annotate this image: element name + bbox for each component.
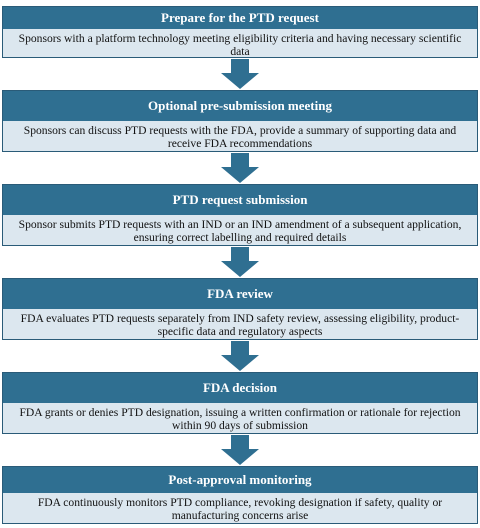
step-title: Prepare for the PTD request (3, 7, 477, 29)
step-fda-review: FDA review FDA evaluates PTD requests se… (2, 278, 478, 340)
step-description: FDA continuously monitors PTD compliance… (3, 493, 477, 523)
step-pre-submission-meeting: Optional pre-submission meeting Sponsors… (2, 90, 478, 152)
step-description: FDA evaluates PTD requests separately fr… (3, 309, 477, 339)
step-title: PTD request submission (3, 185, 477, 215)
step-title: Optional pre-submission meeting (3, 91, 477, 121)
step-title: FDA decision (3, 373, 477, 403)
step-description: FDA grants or denies PTD designation, is… (3, 403, 477, 433)
step-prepare: Prepare for the PTD request Sponsors wit… (2, 6, 478, 58)
step-description: Sponsors with a platform technology meet… (3, 29, 477, 58)
down-arrow-icon (221, 341, 259, 371)
down-arrow-icon (221, 247, 259, 277)
down-arrow-icon (221, 59, 259, 89)
step-request-submission: PTD request submission Sponsor submits P… (2, 184, 478, 246)
down-arrow-icon (221, 153, 259, 183)
down-arrow-icon (221, 435, 259, 465)
step-fda-decision: FDA decision FDA grants or denies PTD de… (2, 372, 478, 434)
step-title: Post-approval monitoring (3, 467, 477, 493)
step-description: Sponsor submits PTD requests with an IND… (3, 215, 477, 245)
step-post-approval-monitoring: Post-approval monitoring FDA continuousl… (2, 466, 478, 524)
step-title: FDA review (3, 279, 477, 309)
step-description: Sponsors can discuss PTD requests with t… (3, 121, 477, 151)
